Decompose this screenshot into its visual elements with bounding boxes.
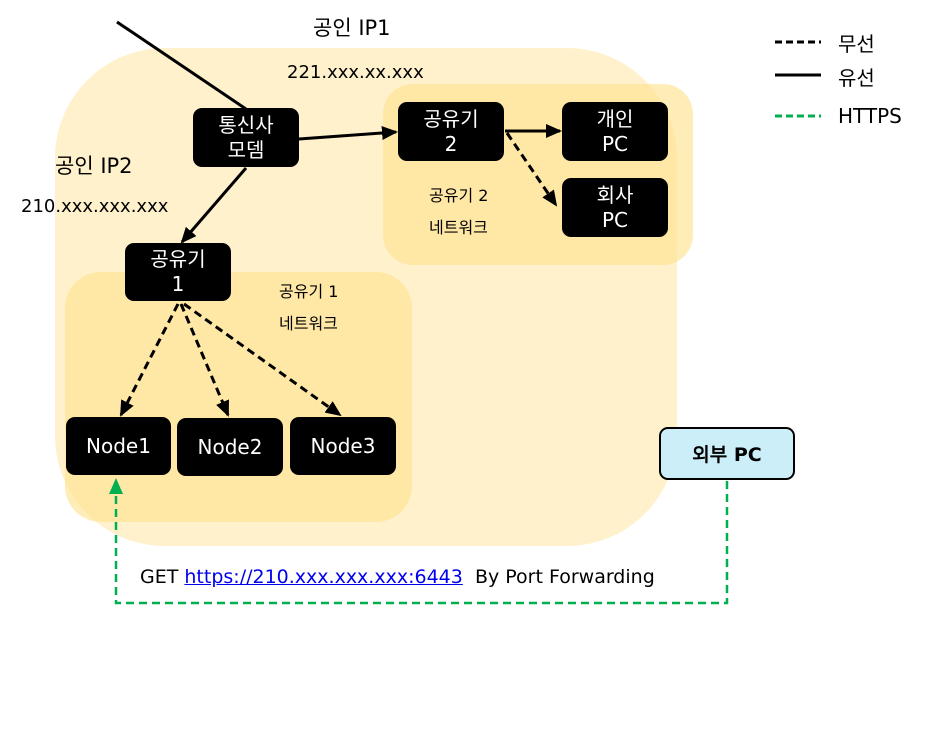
edge-external-pc-node1 (109, 478, 729, 605)
company-pc-line2: PC (601, 207, 629, 232)
legend-label-https: HTTPS (838, 104, 902, 128)
node2[interactable]: Node2 (177, 418, 283, 476)
edge-router1-node1 (119, 303, 180, 417)
node3[interactable]: Node3 (290, 417, 396, 475)
router2-network-line1: 공유기 2 (429, 186, 489, 205)
router2-network-line2: 네트워크 (429, 218, 488, 237)
edge-router2-company-pc (505, 132, 558, 207)
request-suffix: By Port Forwarding (474, 566, 655, 588)
personal-pc-line1: 개인 (596, 106, 634, 131)
request-method: GET (140, 566, 179, 588)
company-pc-line1: 회사 (596, 182, 634, 207)
router1-line2: 1 (171, 272, 185, 296)
edge-router1-node3 (183, 302, 342, 417)
request-url-link[interactable]: https://210.xxx.xxx.xxx:6443 (184, 566, 463, 588)
router2-network-label: 공유기 2 네트워크 (429, 180, 488, 244)
request-annotation: GET https://210.xxx.xxx.xxx:6443 By Port… (140, 566, 655, 588)
router1-network-line2: 네트워크 (279, 314, 338, 333)
external-pc-node[interactable]: 외부 PC (659, 427, 795, 480)
modem-line1: 통신사 (218, 112, 274, 137)
node1-label: Node1 (86, 433, 151, 458)
external-pc-label: 외부 PC (692, 444, 762, 466)
public-ip2-address: 210.xxx.xxx.xxx (21, 196, 169, 217)
node3-label: Node3 (310, 433, 376, 458)
public-ip1-label: 공인 IP1 (313, 16, 391, 40)
router1-node[interactable]: 공유기 1 (125, 243, 231, 301)
public-ip2-label: 공인 IP2 (55, 154, 133, 178)
modem-line2: 모뎀 (227, 137, 265, 162)
router2-line2: 2 (444, 131, 458, 156)
edge-modem-router2 (298, 126, 398, 141)
personal-pc-node[interactable]: 개인 PC (562, 102, 668, 161)
company-pc-node[interactable]: 회사 PC (562, 178, 668, 237)
node2-label: Node2 (197, 434, 263, 459)
router1-network-label: 공유기 1 네트워크 (279, 276, 338, 340)
edge-router1-node2 (179, 303, 230, 417)
legend-label-wireless: 무선 (838, 32, 875, 56)
edge-internet-modem (116, 20, 247, 111)
router1-line1: 공유기 (150, 247, 206, 271)
legend-label-wired: 유선 (838, 66, 875, 90)
node1[interactable]: Node1 (66, 417, 171, 475)
router2-line1: 공유기 (423, 106, 479, 131)
personal-pc-line2: PC (601, 131, 629, 156)
router1-network-line1: 공유기 1 (279, 282, 339, 301)
modem-node[interactable]: 통신사 모뎀 (193, 108, 299, 167)
edge-modem-router1 (180, 167, 248, 244)
public-ip1-address: 221.xxx.xx.xxx (287, 62, 424, 83)
router2-node[interactable]: 공유기 2 (398, 102, 504, 161)
